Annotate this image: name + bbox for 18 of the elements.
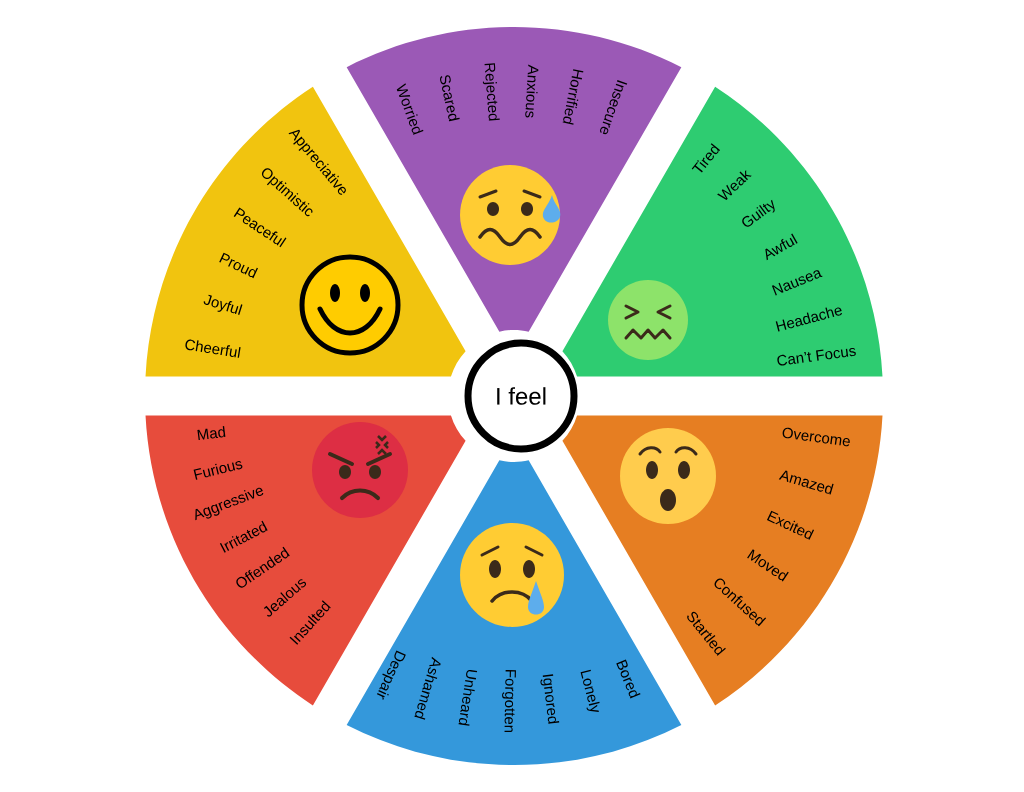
emotion-word: Can’t Focus: [777, 347, 856, 366]
emotion-word: Scared: [440, 75, 460, 122]
emotion-word: Ignored: [540, 674, 560, 724]
emotion-word: Rejected: [482, 63, 500, 121]
emotion-word: Cheerful: [185, 339, 241, 358]
emotion-word: Mad: [197, 426, 226, 441]
emotion-word: Joyful: [203, 294, 243, 315]
emotion-word: Overcome: [782, 427, 850, 447]
emotion-word: Anxious: [525, 64, 539, 118]
emotion-word: Furious: [193, 461, 243, 480]
emotion-word: Forgotten: [502, 670, 516, 733]
emotion-word: Lonely: [580, 669, 600, 712]
emotion-word: Proud: [219, 252, 258, 279]
emotion-word: Bored: [616, 659, 641, 699]
emotion-word: Amazed: [778, 470, 834, 495]
emotion-word: Horrified: [562, 69, 584, 125]
emotion-word: Unheard: [458, 669, 478, 726]
emotion-word: Headache: [775, 307, 842, 332]
